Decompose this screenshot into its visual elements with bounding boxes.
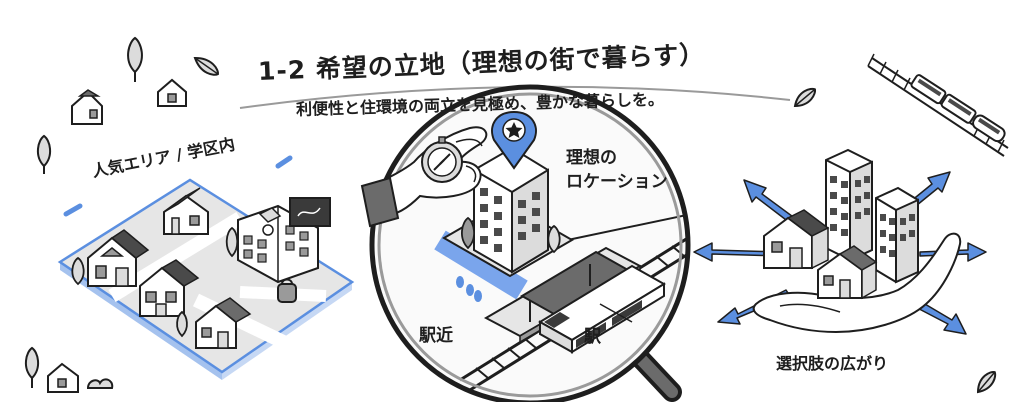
choices-label: 選択肢の広がり xyxy=(776,354,889,373)
ideal-location-label-line2: ロケーション xyxy=(566,172,668,192)
magnifier-panel xyxy=(360,84,691,402)
hand-holding-compass-icon xyxy=(360,126,488,228)
popular-area-panel xyxy=(57,155,355,380)
near-station-label: 駅近 xyxy=(419,326,453,346)
small-house-icon xyxy=(71,89,103,125)
apartment-building-icon xyxy=(473,146,549,274)
tree-icon xyxy=(71,256,85,286)
ideal-location-label-line1: 理想の xyxy=(566,148,617,168)
tree-icon xyxy=(461,216,475,250)
blackboard-icon xyxy=(289,197,331,227)
tree-icon xyxy=(225,226,239,258)
house-icon xyxy=(817,245,878,300)
train-track-icon xyxy=(867,53,1009,157)
train-icon xyxy=(538,264,666,354)
house-icon xyxy=(139,259,200,317)
tree-icon xyxy=(176,310,188,338)
tree-icon xyxy=(547,224,561,254)
cloud-icon xyxy=(86,378,114,389)
school-building-icon xyxy=(237,204,319,284)
magnifier-handle-icon xyxy=(630,348,682,402)
ideal-location-label: 理想の ロケーション xyxy=(566,146,668,194)
station-label: 駅 xyxy=(584,327,601,347)
house-icon xyxy=(763,209,830,270)
compass-icon xyxy=(421,136,463,183)
magnifier-lens xyxy=(369,84,691,402)
tree-icon xyxy=(127,36,143,82)
leaf-icon xyxy=(793,87,816,108)
apartment-building-icon xyxy=(875,186,919,284)
leaf-icon xyxy=(976,371,997,394)
small-house-icon xyxy=(157,78,187,107)
map-pin-star-icon xyxy=(491,110,537,170)
house-icon xyxy=(87,229,150,287)
train-icon xyxy=(910,74,1006,143)
school-bag-icon xyxy=(277,278,297,303)
small-house-icon xyxy=(47,362,79,393)
choices-panel xyxy=(693,148,987,335)
house-icon xyxy=(163,187,209,235)
leaf-icon xyxy=(193,56,219,76)
house-icon xyxy=(195,297,252,349)
tree-icon xyxy=(37,134,51,174)
apartment-building-icon xyxy=(825,148,873,262)
tree-icon xyxy=(25,346,39,388)
